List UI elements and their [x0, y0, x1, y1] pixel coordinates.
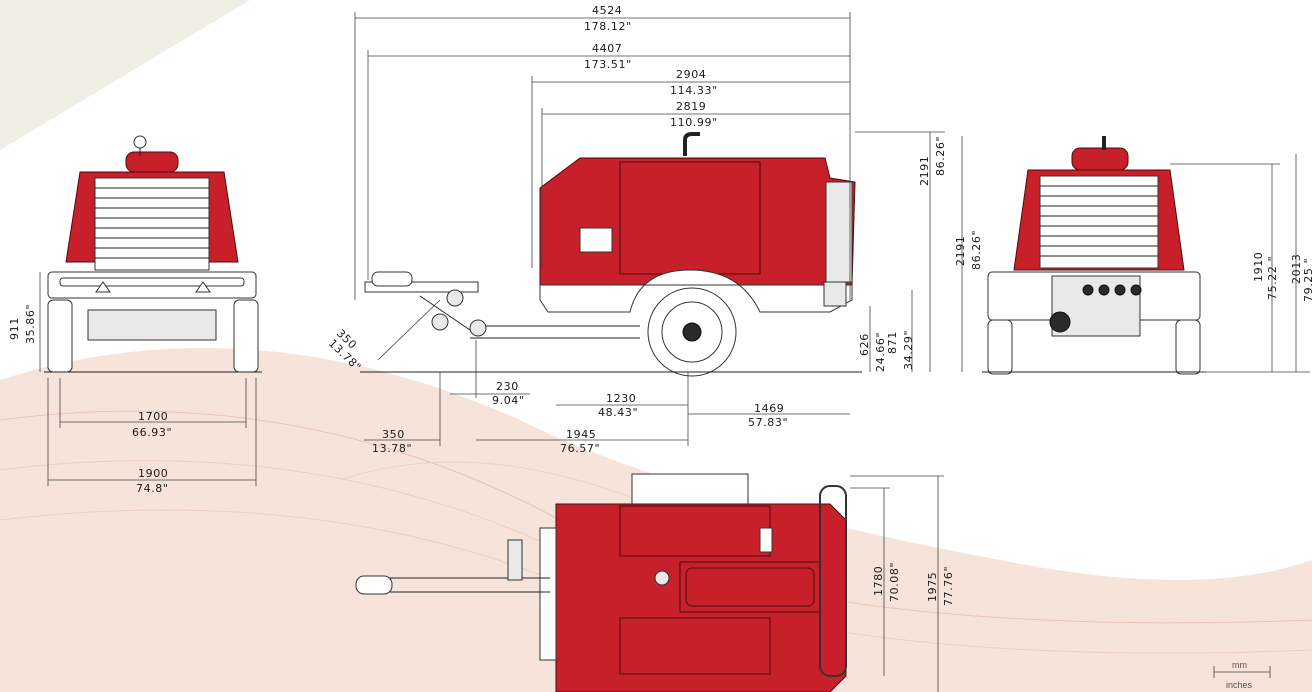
dim-2191-rear-in: 86.26"	[970, 230, 983, 270]
dim-1230-mm: 1230	[606, 392, 636, 405]
dim-911-mm: 911	[8, 317, 21, 340]
side-view	[360, 132, 862, 377]
dim-626-in: 24.66"	[874, 332, 887, 372]
top-dims: 1780 70.08" 1975 77.76"	[850, 475, 955, 692]
dim-2013-in: 79.25 "	[1302, 258, 1312, 302]
dim-871-mm: 871	[886, 331, 899, 354]
dim-1975-mm: 1975	[926, 572, 939, 602]
dim-1900-in: 74.8"	[136, 482, 169, 495]
dim-2904-in: 114.33"	[670, 84, 718, 97]
dim-2819-in: 110.99"	[670, 116, 718, 129]
dim-4407-in: 173.51"	[584, 58, 632, 71]
dim-1945-in: 76.57"	[560, 442, 600, 455]
unit-legend: mm inches	[1213, 660, 1271, 690]
top-view	[355, 473, 847, 692]
dim-626-mm: 626	[858, 333, 871, 356]
dim-2819-mm: 2819	[676, 100, 706, 113]
dim-1780-mm: 1780	[872, 566, 885, 596]
dim-1945-mm: 1945	[566, 428, 596, 441]
dim-2013-mm: 2013	[1290, 254, 1303, 284]
dim-871-in: 34.29"	[902, 330, 915, 370]
dim-230-in: 9.04"	[492, 394, 525, 407]
legend-inches: inches	[1226, 680, 1253, 690]
dim-1469-in: 57.83"	[748, 416, 788, 429]
dim-1700-in: 66.93"	[132, 426, 172, 439]
dim-911-in: 35.86"	[24, 304, 37, 344]
dim-4407-mm: 4407	[592, 42, 622, 55]
dim-230-mm: 230	[496, 380, 519, 393]
dim-2904-mm: 2904	[676, 68, 706, 81]
dim-1230-in: 48.43"	[598, 406, 638, 419]
dim-1700-mm: 1700	[138, 410, 168, 423]
legend-mm: mm	[1232, 660, 1247, 670]
rear-view	[982, 136, 1206, 375]
dim-1900-mm: 1900	[138, 467, 168, 480]
dim-350-mm: 350	[382, 428, 405, 441]
dim-2191-side-mm: 2191	[918, 156, 931, 186]
dim-2191-side-in: 86.26"	[934, 136, 947, 176]
dim-4524-in: 178.12"	[584, 20, 632, 33]
dim-1910-mm: 1910	[1252, 252, 1265, 282]
dim-1780-in: 70.08"	[888, 562, 901, 602]
dim-350-in: 13.78"	[372, 442, 412, 455]
dim-1910-in: 75.22 "	[1266, 256, 1279, 300]
dim-2191-rear-mm: 2191	[954, 236, 967, 266]
front-dims: 911 35.86" 1700 66.93" 1900 74.8"	[8, 272, 257, 495]
front-view	[44, 135, 262, 373]
dim-1975-in: 77.76"	[942, 566, 955, 606]
rear-dims: 2191 86.26" 1910 75.22 " 2013 79.25 "	[954, 136, 1312, 373]
dim-1469-mm: 1469	[754, 402, 784, 415]
dim-4524-mm: 4524	[592, 4, 622, 17]
